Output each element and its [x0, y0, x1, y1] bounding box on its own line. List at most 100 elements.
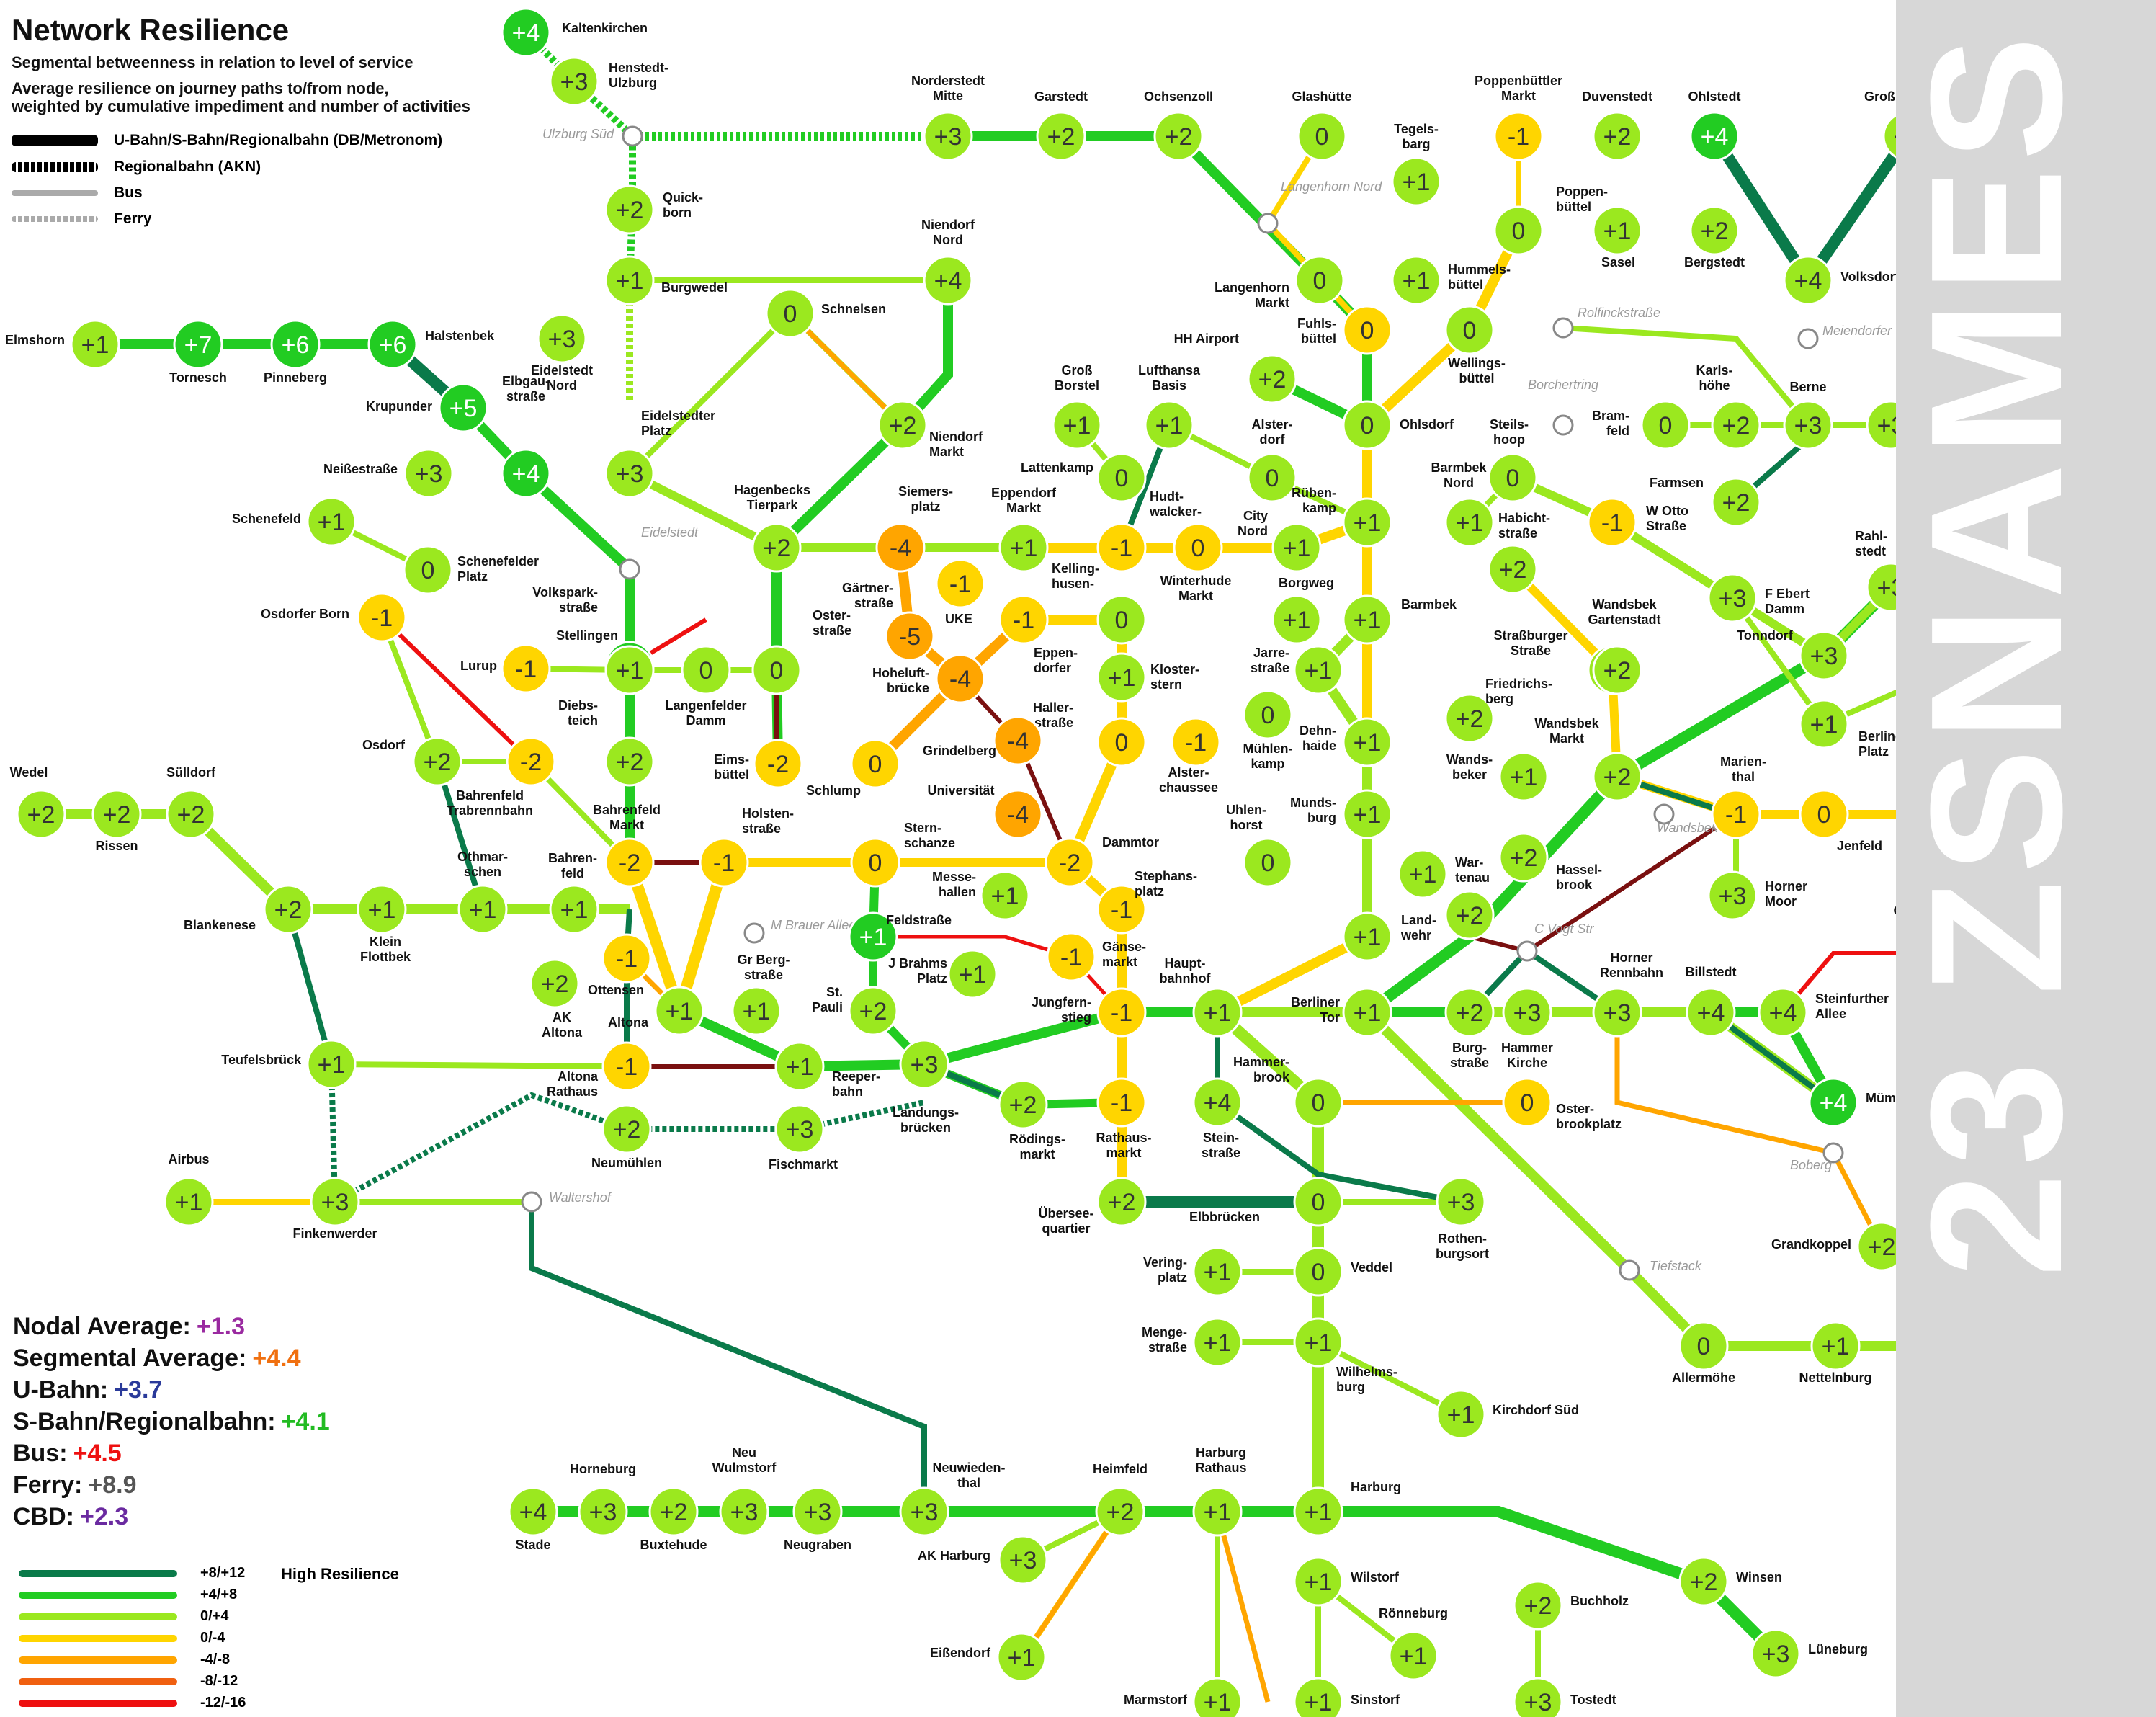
station-label: Land-wehr	[1400, 913, 1436, 942]
legend-akn-swatch	[12, 162, 98, 172]
transfer-label: Eidelstedt	[641, 525, 699, 540]
station-circle	[1294, 255, 1345, 306]
station-label: Winsen	[1736, 1570, 1782, 1584]
station-value: +2	[1009, 1092, 1037, 1119]
station-value: +2	[1722, 412, 1750, 440]
station-label: Gärtner-straße	[842, 581, 893, 610]
station-circle	[1293, 1486, 1343, 1537]
station-label: Othmar-schen	[457, 849, 508, 879]
station-label: Fischmarkt	[769, 1157, 838, 1172]
s-altona-yellow	[624, 860, 685, 1013]
station-value: 0	[1312, 1089, 1325, 1117]
stat-sbahn: S-Bahn/Regionalbahn:+4.1	[13, 1408, 330, 1436]
station-value: +1	[469, 896, 497, 924]
station-label: Finkenwerder	[292, 1226, 377, 1241]
station-value: -1	[1111, 999, 1132, 1027]
station-label: Schnelsen	[821, 302, 886, 316]
station-circle	[1750, 1628, 1801, 1679]
station-label: Übersee-quartier	[1038, 1206, 1093, 1236]
station-circle	[1587, 497, 1637, 548]
station-circle	[1096, 652, 1147, 703]
station-circle	[403, 448, 454, 499]
transfer-node: Wandsbek	[1653, 803, 1719, 835]
station-value: +1	[560, 896, 589, 924]
station-value: +1	[1008, 1644, 1036, 1672]
station-circle	[1444, 987, 1495, 1038]
station-value: 0	[1659, 412, 1673, 440]
station-value: 0	[1512, 218, 1526, 245]
station-circle	[1096, 987, 1147, 1038]
station-circle	[508, 1486, 558, 1537]
station-circle	[1293, 1556, 1343, 1607]
station-circle	[1293, 1247, 1343, 1297]
station-value: -5	[899, 623, 921, 651]
transfer-circle	[1797, 328, 1819, 349]
station-circle	[980, 870, 1030, 921]
station-value: -1	[713, 849, 735, 877]
station-node: +1 Othmar-schen	[457, 849, 508, 935]
station-circle	[1095, 1486, 1145, 1537]
station-value: 0	[1463, 317, 1477, 344]
station-circle	[412, 736, 462, 787]
station-value: +2	[1603, 657, 1632, 684]
station-label: Duvenstedt	[1582, 89, 1652, 104]
station-circle	[501, 7, 551, 58]
station-value: -1	[616, 945, 638, 973]
station-value: +1	[1354, 924, 1382, 951]
station-label: UKE	[945, 612, 972, 626]
station-label: Stern-schanze	[904, 821, 955, 850]
station-label: Ohlsdorf	[1400, 417, 1454, 432]
station-node: +2	[1444, 890, 1495, 940]
station-label: Burgwedel	[661, 280, 728, 295]
transfer-circle	[521, 1191, 542, 1213]
station-label: Kirchdorf Süd	[1493, 1403, 1579, 1417]
station-value: -2	[1059, 849, 1081, 877]
transfer-circle	[1822, 1142, 1844, 1164]
scale-swatch	[19, 1613, 177, 1620]
scale-row: -12/-16	[19, 1695, 246, 1711]
station-label: Allermöhe	[1672, 1370, 1735, 1385]
station-label: Farmsen	[1650, 476, 1704, 490]
station-value: +1	[1204, 1689, 1232, 1716]
station-value: +2	[1701, 218, 1729, 245]
station-value: 0	[1315, 123, 1329, 151]
station-circle	[1144, 400, 1194, 450]
station-value: +1	[1354, 509, 1382, 537]
station-circle	[1293, 1677, 1343, 1717]
stat-segmental: Segmental Average:+4.4	[13, 1344, 301, 1373]
station-value: +1	[616, 267, 644, 295]
station-circle	[923, 111, 973, 161]
station-circle	[357, 884, 407, 935]
station-circle	[1498, 832, 1549, 883]
station-circle	[1397, 849, 1448, 899]
station-label: Barmbek	[1401, 597, 1457, 612]
legend-akn: Regionalbahn (AKN)	[12, 159, 261, 176]
station-value: +1	[859, 924, 887, 951]
station-value: +3	[1794, 412, 1822, 440]
